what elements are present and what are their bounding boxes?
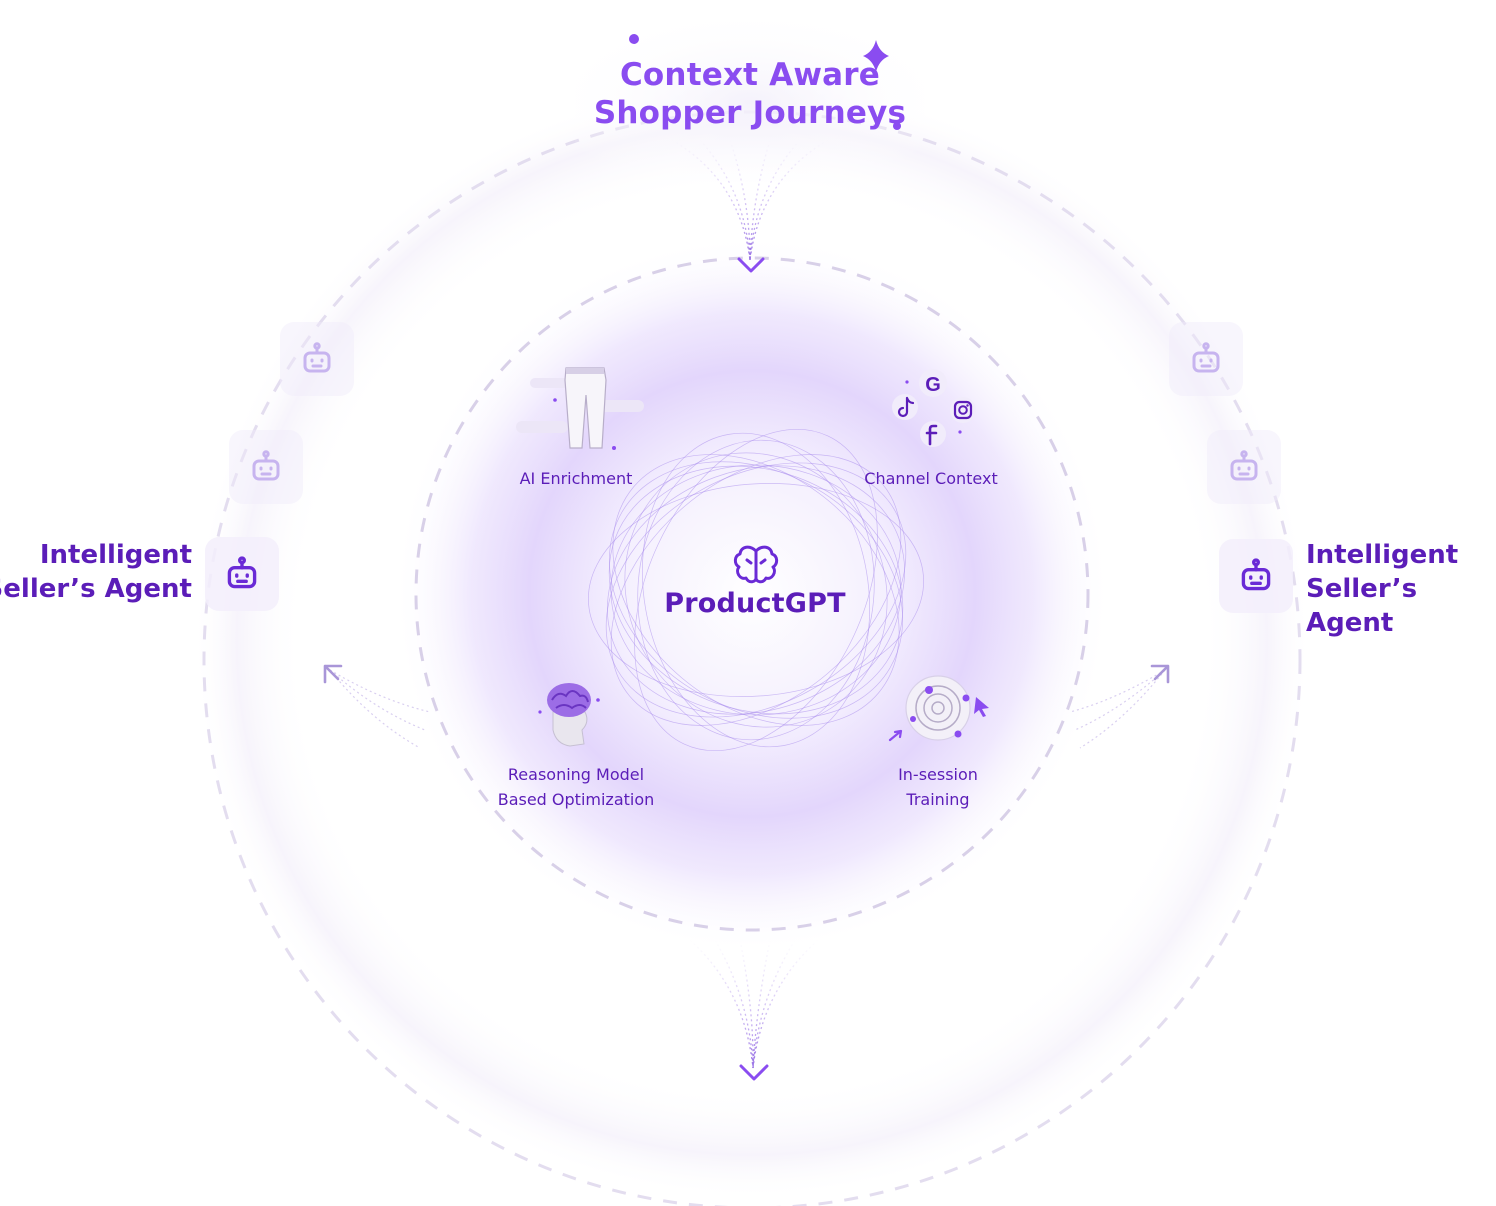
channel-context-text: Channel Context — [864, 469, 998, 488]
agent-card-left-top — [280, 322, 354, 396]
robot-icon — [303, 342, 331, 373]
channel-context-label: Channel Context — [821, 466, 1041, 491]
agent-right-line2: Seller’s Agent — [1306, 574, 1418, 638]
sparkle-icon — [863, 40, 889, 72]
bottom-fan — [689, 939, 819, 1069]
brain-icon — [733, 545, 779, 584]
right-fan — [1069, 669, 1166, 749]
top-fan — [671, 139, 829, 261]
bottom-arrow-icon — [739, 1064, 769, 1081]
top-dot-left — [629, 34, 639, 44]
agent-left-line1: Intelligent — [39, 540, 192, 570]
robot-icon — [1230, 450, 1258, 481]
robot-icon — [1241, 558, 1271, 591]
top-title-line2: Shopper Journeys — [593, 95, 907, 131]
inner-orbit — [414, 256, 1090, 932]
instagram-icon — [953, 400, 973, 420]
top-arrow-icon — [737, 257, 765, 273]
robot-icon — [1192, 342, 1220, 373]
robot-icon — [252, 450, 280, 481]
left-fan — [329, 669, 431, 749]
tiktok-icon — [897, 396, 915, 418]
in-session-label: In-session Training — [828, 762, 1048, 812]
agent-card-right-main — [1219, 539, 1293, 613]
agent-right-line1: Intelligent — [1306, 540, 1459, 570]
right-arrow-icon — [1150, 664, 1170, 684]
jeans-icon — [516, 367, 644, 450]
robot-icon — [227, 556, 257, 589]
reasoning-line2: Based Optimization — [497, 790, 655, 809]
agent-left-line2: Seller’s Agent — [0, 574, 192, 604]
channel-icons: G — [892, 369, 976, 447]
top-dot-right — [893, 122, 901, 130]
top-title-line1: Context Aware — [619, 57, 881, 93]
reasoning-line1: Reasoning Model — [507, 765, 645, 784]
top-panel — [575, 22, 925, 182]
productgpt-swirl — [588, 428, 924, 752]
brain-head-icon — [538, 683, 600, 747]
agent-card-left-middle — [229, 430, 303, 504]
ai-enrichment-label: AI Enrichment — [466, 466, 686, 491]
reasoning-label: Reasoning Model Based Optimization — [466, 762, 686, 812]
in-session-line1: In-session — [898, 765, 978, 784]
seller-agent-left-label: Intelligent Seller’s Agent — [0, 538, 192, 606]
shopper-journeys-title: Context Aware Shopper Journeys — [560, 56, 940, 132]
agent-card-right-top — [1169, 322, 1243, 396]
ai-enrichment-text: AI Enrichment — [519, 469, 633, 488]
agent-card-left-main — [205, 537, 279, 611]
left-arrow-icon — [323, 664, 343, 684]
in-session-line2: Training — [906, 790, 970, 809]
productgpt-title: ProductGPT — [664, 588, 846, 619]
facebook-icon — [925, 424, 938, 446]
google-icon: G — [925, 374, 941, 396]
seller-agent-right-label: Intelligent Seller’s Agent — [1306, 538, 1496, 640]
target-icon — [888, 675, 989, 742]
agent-card-right-middle — [1207, 430, 1281, 504]
